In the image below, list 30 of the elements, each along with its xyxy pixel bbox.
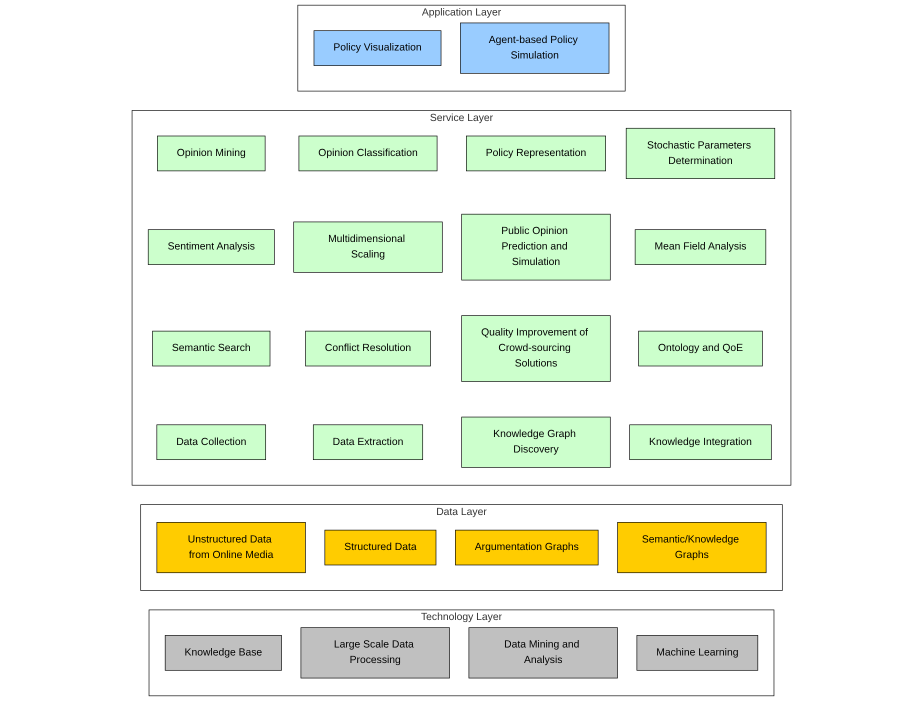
node-box [468,627,618,678]
node-box [634,229,766,265]
node-box [152,330,270,366]
node-box [636,635,758,671]
node-box [293,222,443,273]
cluster [140,504,783,591]
cluster [298,4,626,92]
node-box [455,530,598,566]
node-box [466,136,606,172]
node-box [638,330,763,366]
node-box [461,315,611,382]
cluster [148,610,774,696]
node-box [300,627,450,678]
node-box [156,424,266,460]
node-box [298,136,438,172]
node-box [617,522,766,574]
node-box [157,136,266,172]
node-box [312,424,424,460]
node-box [461,416,611,468]
node-box [629,424,772,460]
node-box [148,229,275,265]
node-box [626,128,776,179]
node-box [460,22,610,74]
node-box [324,530,436,566]
node-box [314,30,442,66]
node-box [156,522,306,574]
node-box [461,214,611,280]
node-box [164,635,282,671]
node-box [305,330,431,366]
cluster [132,110,792,486]
